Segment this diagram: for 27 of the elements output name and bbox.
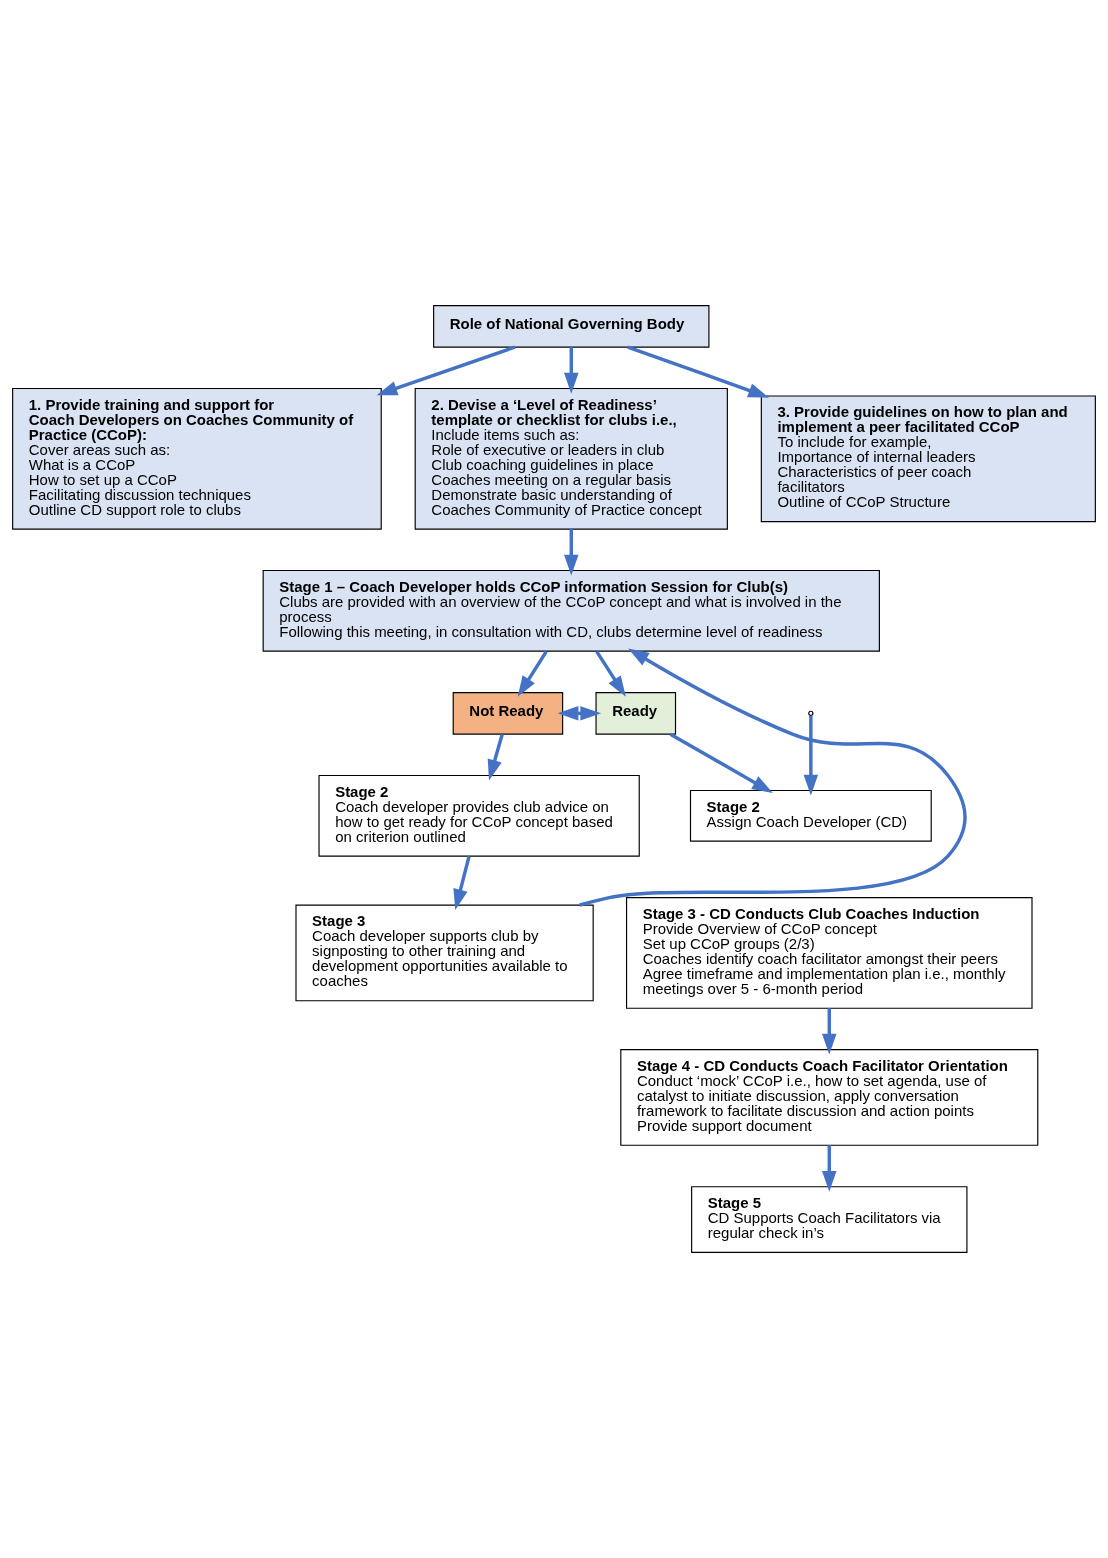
arrow xyxy=(564,529,579,576)
arrow xyxy=(669,732,773,793)
arrow xyxy=(487,733,504,781)
node-box: Stage 4 - CD Conducts Coach Facilitator Orientation Conduct ‘mock’ CCoP i.e., how to set agenda, use of catalyst to initiate discussion, apply conversation framework to facilitate discussion and action points Provide support document xyxy=(620,1049,1039,1146)
arrow xyxy=(579,648,967,907)
arrow xyxy=(627,345,770,398)
arrow xyxy=(822,1145,837,1192)
node-box: Stage 3 - CD Conducts Club Coaches Induction Provide Overview of CCoP concept Set up CCoP groups (2/3) Coaches identify coach facilitator amongst their peers Agree timeframe and implementation plan i.e., monthly meetings over 5 - 6-month period xyxy=(626,897,1033,1009)
node-box: Stage 3 Coach developer supports club by signposting to other training and development opportunities available to coaches xyxy=(295,904,594,1002)
arrow xyxy=(822,1008,837,1055)
node-box: Stage 5 CD Supports Coach Facilitators via regular check in’s xyxy=(691,1186,968,1253)
arrow xyxy=(564,347,579,394)
node-box: Not Ready xyxy=(452,692,564,735)
node-box: Ready xyxy=(595,692,677,735)
arrow xyxy=(376,345,516,396)
arrow xyxy=(595,650,626,697)
node-box: Role of National Governing Body xyxy=(433,305,710,348)
arrow xyxy=(557,706,602,721)
node-box: 3. Provide guidelines on how to plan and implement a peer facilitated CCoP To include for example, Importance of internal leaders Characteristics of peer coach facilitators Outline of CCoP Structure xyxy=(760,395,1096,523)
arrow xyxy=(453,855,471,911)
node-box: 1. Provide training and support for Coach Developers on Coaches Community of Practice (CCoP): Cover areas such as: What is a CCoP How to set up a CCoP Facilitating discussion techniques Outline CD support role to clubs xyxy=(12,387,382,530)
node-box: 2. Devise a ‘Level of Readiness’ template or checklist for clubs i.e., Include items such as: Role of executive or leaders in club Club coaching guidelines in place Coaches meeting on a regular basis Demonstrate basic understanding of Coaches Community of Practice concept xyxy=(414,387,728,530)
node-box: Stage 2 Assign Coach Developer (CD) xyxy=(689,789,932,842)
node-box: Stage 1 – Coach Developer holds CCoP information Session for Club(s) Clubs are provided with an overview of the CCoP concept and what is involved in the process Following this meeting, in consultation with CD, clubs determine level of readiness xyxy=(262,569,880,652)
arrow xyxy=(803,715,819,796)
node-box: Stage 2 Coach developer provides club advice on how to get ready for CCoP concept based on criterion outlined xyxy=(318,774,640,857)
arrow xyxy=(517,650,548,697)
